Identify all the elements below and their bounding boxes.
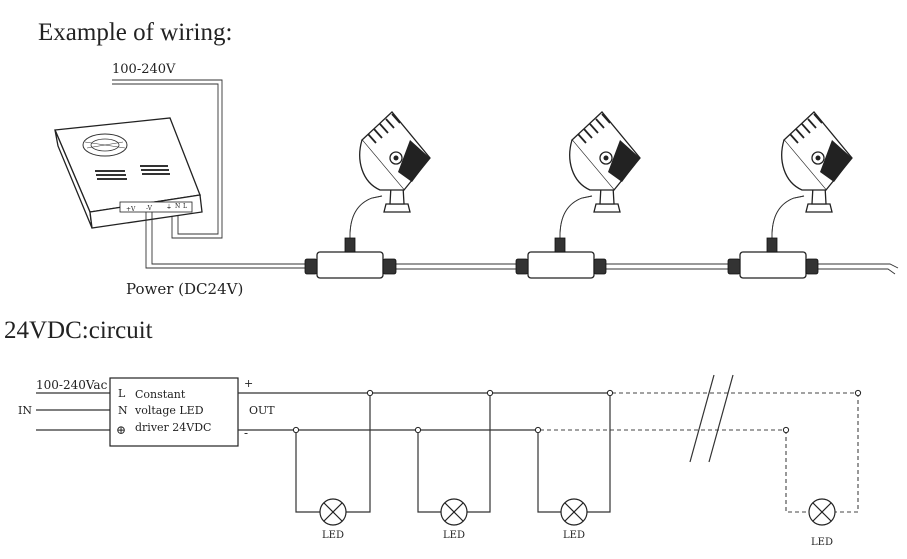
mains-cable (112, 79, 223, 239)
led-label: LED (322, 530, 344, 541)
terminal-l: L (183, 203, 187, 210)
driver-pin-n: N (118, 404, 128, 417)
out-label: OUT (249, 404, 275, 417)
dc-output-cable (145, 212, 305, 269)
break-mark (689, 374, 734, 463)
power-label: Power (DC24V) (126, 280, 243, 298)
lamp-icon (319, 498, 347, 526)
terminal-ground: ⏚ (166, 204, 172, 211)
led-label: LED (563, 530, 585, 541)
trunk-cable (396, 263, 899, 275)
led-branch: LED (292, 389, 374, 541)
junction-dot (534, 426, 542, 434)
wiring-title: Example of wiring: (38, 19, 232, 46)
lamp-icon (560, 498, 588, 526)
led-branch: LED (534, 389, 614, 541)
driver-text-2: voltage LED (134, 404, 204, 417)
in-label: IN (18, 404, 32, 417)
led-branch: LED (414, 389, 494, 541)
spotlight-icon (554, 111, 641, 253)
driver-text-3: driver 24VDC (135, 421, 211, 434)
junction-dot (292, 426, 300, 434)
plus-label: + (244, 377, 253, 390)
circuit-title: 24VDC:circuit (4, 317, 153, 344)
lamp-icon (808, 498, 836, 526)
lamp-icon (440, 498, 468, 526)
mains-voltage-label: 100-240V (112, 62, 176, 77)
junction-dot (366, 389, 374, 397)
junction-dot (782, 426, 790, 434)
input-voltage-label: 100-240Vac (36, 378, 108, 392)
led-label: LED (811, 537, 833, 548)
spotlight-icon (766, 111, 853, 253)
junction-dot (486, 389, 494, 397)
power-supply-icon (54, 117, 203, 229)
junction-dot (854, 389, 862, 397)
terminal-n: N (175, 203, 180, 210)
junction-box-icon (727, 251, 819, 279)
junction-dot (606, 389, 614, 397)
junction-box-icon (515, 251, 607, 279)
spotlight-icon (344, 111, 431, 253)
minus-label: - (244, 426, 248, 440)
psu-terminal-labels: +V -V ⏚ N L (126, 203, 187, 213)
terminal-minus-v: -V (146, 205, 153, 212)
spotlights (344, 111, 853, 253)
terminal-plus-v: +V (126, 206, 136, 213)
input-wires (36, 392, 110, 431)
led-branches: LED LED LED LED (292, 389, 862, 548)
driver-text-1: Constant (135, 388, 186, 401)
led-label: LED (443, 530, 465, 541)
led-driver-box: L N ⊕ Constant voltage LED driver 24VDC (109, 377, 239, 447)
led-branch: LED (782, 389, 862, 548)
junction-dot (414, 426, 422, 434)
junction-box-icon (304, 251, 397, 279)
driver-pin-l: L (118, 387, 126, 400)
driver-pin-ground: ⊕ (116, 423, 126, 437)
